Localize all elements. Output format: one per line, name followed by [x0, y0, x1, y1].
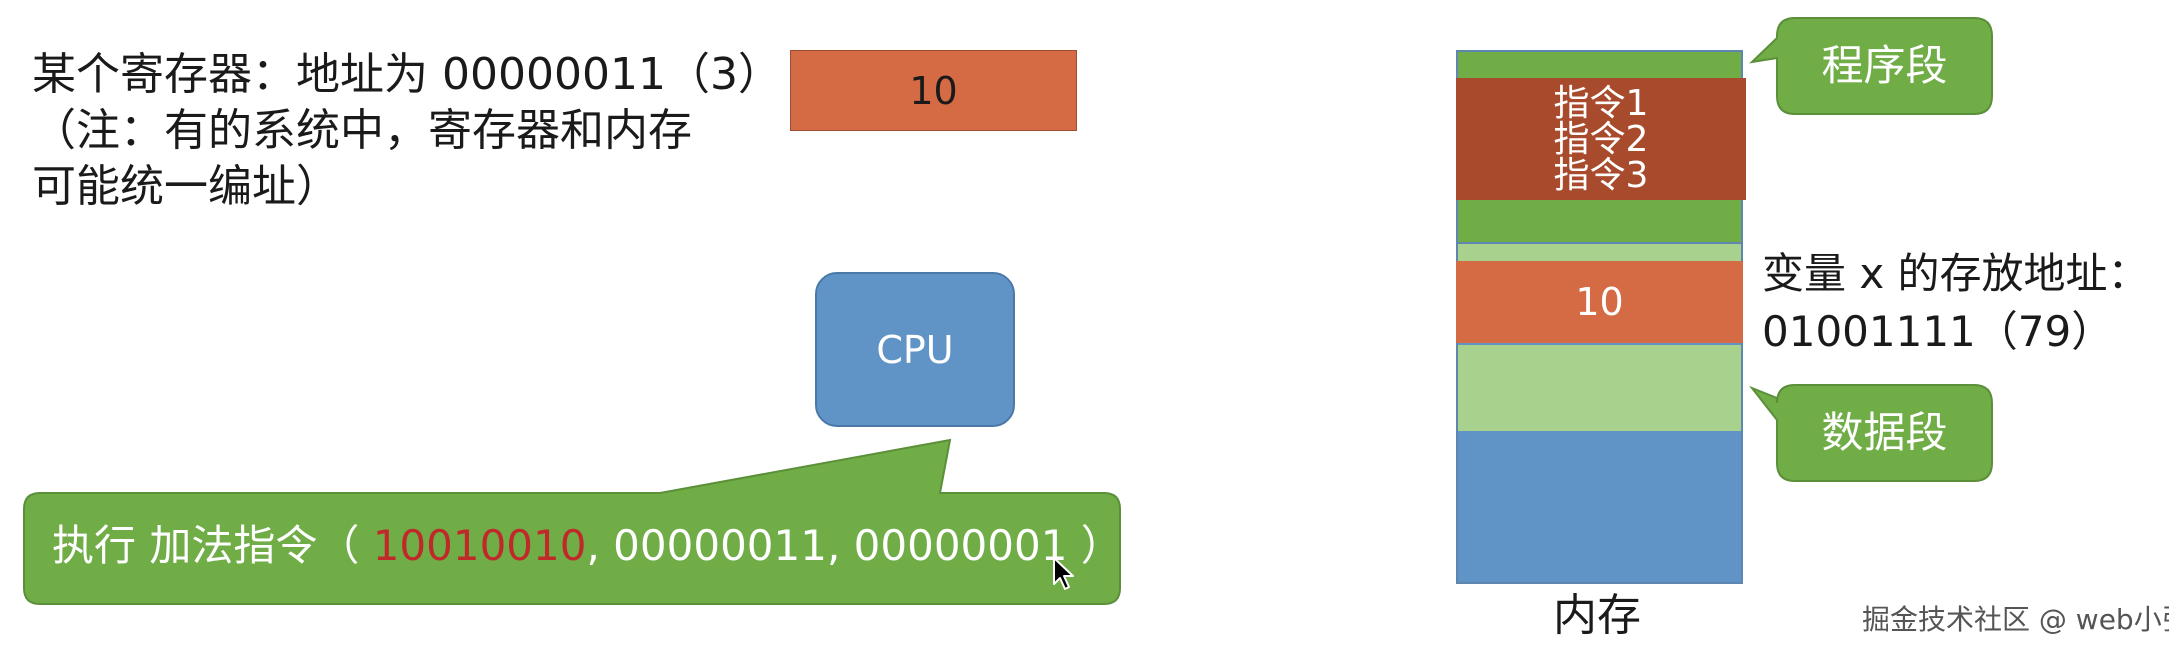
note-text-line1: （注：有的系统中，寄存器和内存	[32, 105, 692, 156]
instruction-prefix: 执行 加法指令（	[52, 521, 373, 570]
mouse-cursor-icon	[1053, 557, 1074, 590]
program-segment-label: 程序段	[1821, 41, 1948, 90]
variable-x-box: 10	[1456, 261, 1743, 343]
program-segment-bottom	[1458, 200, 1741, 242]
instruction-operands: , 00000011, 00000001 ）	[586, 521, 1123, 570]
data-segment-bottom	[1458, 345, 1741, 431]
watermark-text: 掘金技术社区 @ web小张	[1862, 603, 2169, 636]
program-segment-top	[1458, 52, 1741, 80]
instruction-block: 指令1 指令2 指令3	[1456, 78, 1746, 200]
register-value-box: 10	[790, 50, 1077, 131]
note-text-line2: 可能统一编址）	[32, 161, 340, 212]
instruction-callout-shape	[23, 438, 1121, 605]
memory-label: 内存	[1553, 590, 1641, 641]
memory-instruction-1: 指令1	[1553, 83, 1649, 124]
cpu-label: CPU	[876, 327, 954, 372]
variable-address-value: 01001111（79）	[1762, 307, 2114, 356]
data-segment-label: 数据段	[1821, 408, 1948, 457]
memory-instruction-2: 指令2	[1553, 119, 1649, 160]
register-address-text: 某个寄存器：地址为 00000011（3）	[32, 49, 782, 100]
instruction-text: 执行 加法指令（ 10010010, 00000011, 00000001 ）	[52, 518, 1123, 574]
memory-instruction-3: 指令3	[1553, 155, 1649, 196]
data-segment-top	[1458, 242, 1741, 264]
variable-x-value: 10	[1575, 280, 1624, 324]
cpu-box: CPU	[815, 272, 1015, 427]
variable-address-title: 变量 x 的存放地址：	[1762, 249, 2150, 298]
register-value: 10	[909, 68, 958, 113]
program-segment-callout-shape	[1749, 17, 1993, 115]
instruction-opcode: 10010010	[372, 521, 587, 570]
data-segment-callout-shape	[1748, 384, 1993, 482]
